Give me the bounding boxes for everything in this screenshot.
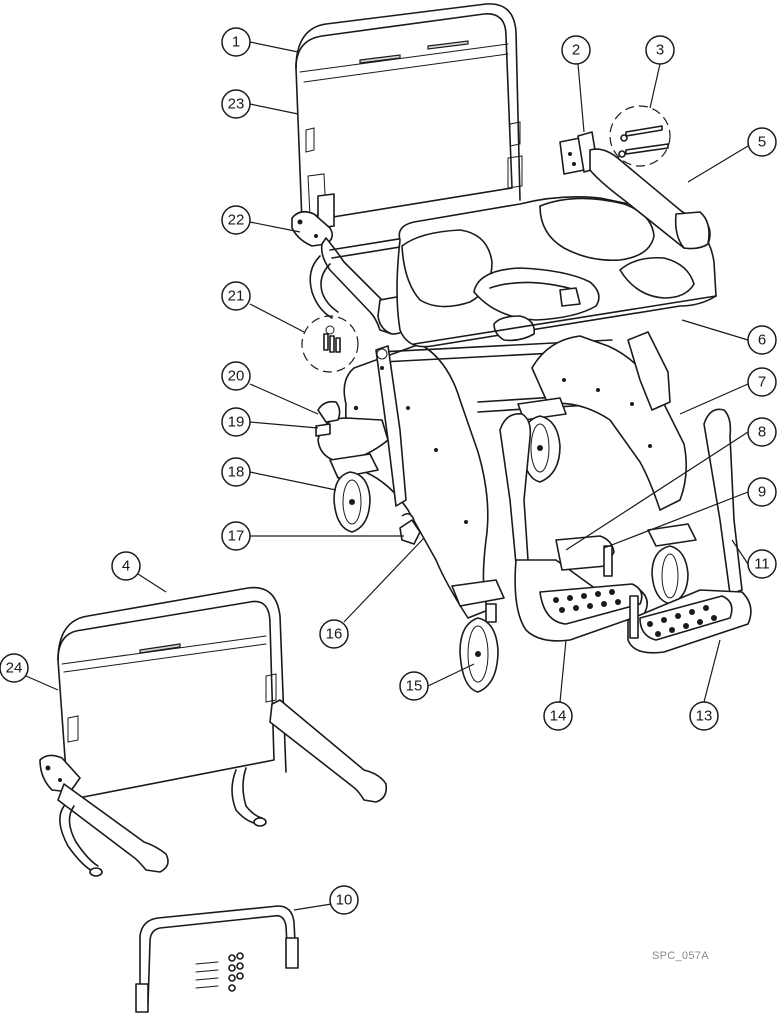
callout-21: 21	[221, 281, 251, 311]
callout-20: 20	[221, 361, 251, 391]
callout-4: 4	[111, 551, 141, 581]
left-armrest-assembly	[291, 210, 414, 335]
callout-label-17: 17	[228, 528, 245, 545]
callout-label-10: 10	[336, 892, 353, 909]
callout-label-23: 23	[228, 96, 245, 113]
callout-label-4: 4	[122, 558, 130, 575]
callout-label-11: 11	[754, 556, 770, 573]
seat-frame	[317, 217, 688, 619]
callout-label-15: 15	[406, 678, 423, 695]
callout-16: 16	[319, 619, 349, 649]
caster-left-rear	[329, 453, 379, 533]
callout-14: 14	[543, 701, 573, 731]
callout-label-19: 19	[228, 414, 245, 431]
caster-front-right	[647, 523, 697, 605]
alternate-backrest	[39, 586, 388, 877]
callout-label-1: 1	[232, 34, 240, 51]
callout-13: 13	[689, 701, 719, 731]
caster-front-left	[451, 579, 505, 693]
callout-label-2: 2	[572, 42, 580, 59]
callout-leaders	[25, 41, 749, 911]
main-backrest	[295, 3, 523, 229]
callout-9: 9	[747, 477, 777, 507]
callout-label-3: 3	[656, 42, 664, 59]
callout-8: 8	[747, 417, 777, 447]
callout-1: 1	[221, 27, 251, 57]
callout-label-24: 24	[6, 660, 23, 677]
callout-2: 2	[561, 35, 591, 65]
callout-15: 15	[399, 671, 429, 701]
callout-label-22: 22	[228, 212, 245, 229]
callout-11: 11	[747, 549, 777, 579]
callout-5: 5	[747, 127, 777, 157]
callout-label-5: 5	[758, 134, 766, 151]
callout-label-6: 6	[758, 332, 766, 349]
callout-label-20: 20	[228, 368, 245, 385]
push-handle-bar	[135, 905, 299, 1013]
callout-10: 10	[329, 885, 359, 915]
callout-17: 17	[221, 521, 251, 551]
callout-label-8: 8	[758, 424, 766, 441]
callout-19: 19	[221, 407, 251, 437]
callout-label-7: 7	[758, 374, 766, 391]
callout-label-14: 14	[550, 708, 567, 725]
small-fittings	[301, 105, 671, 545]
callout-label-9: 9	[758, 484, 766, 501]
callout-label-16: 16	[326, 626, 343, 643]
callout-label-18: 18	[228, 464, 245, 481]
figure-reference-code: SPC_057A	[652, 950, 709, 962]
right-armrest-assembly	[559, 131, 711, 250]
callout-24: 24	[0, 653, 29, 683]
caster-right-rear	[517, 397, 567, 483]
callout-18: 18	[221, 457, 251, 487]
callout-22: 22	[221, 205, 251, 235]
callout-label-21: 21	[228, 288, 245, 305]
callout-3: 3	[645, 35, 675, 65]
callout-7: 7	[747, 367, 777, 397]
callout-23: 23	[221, 89, 251, 119]
callout-label-13: 13	[696, 708, 713, 725]
callout-6: 6	[747, 325, 777, 355]
left-legrest	[499, 413, 648, 642]
seat-pan	[396, 196, 717, 348]
